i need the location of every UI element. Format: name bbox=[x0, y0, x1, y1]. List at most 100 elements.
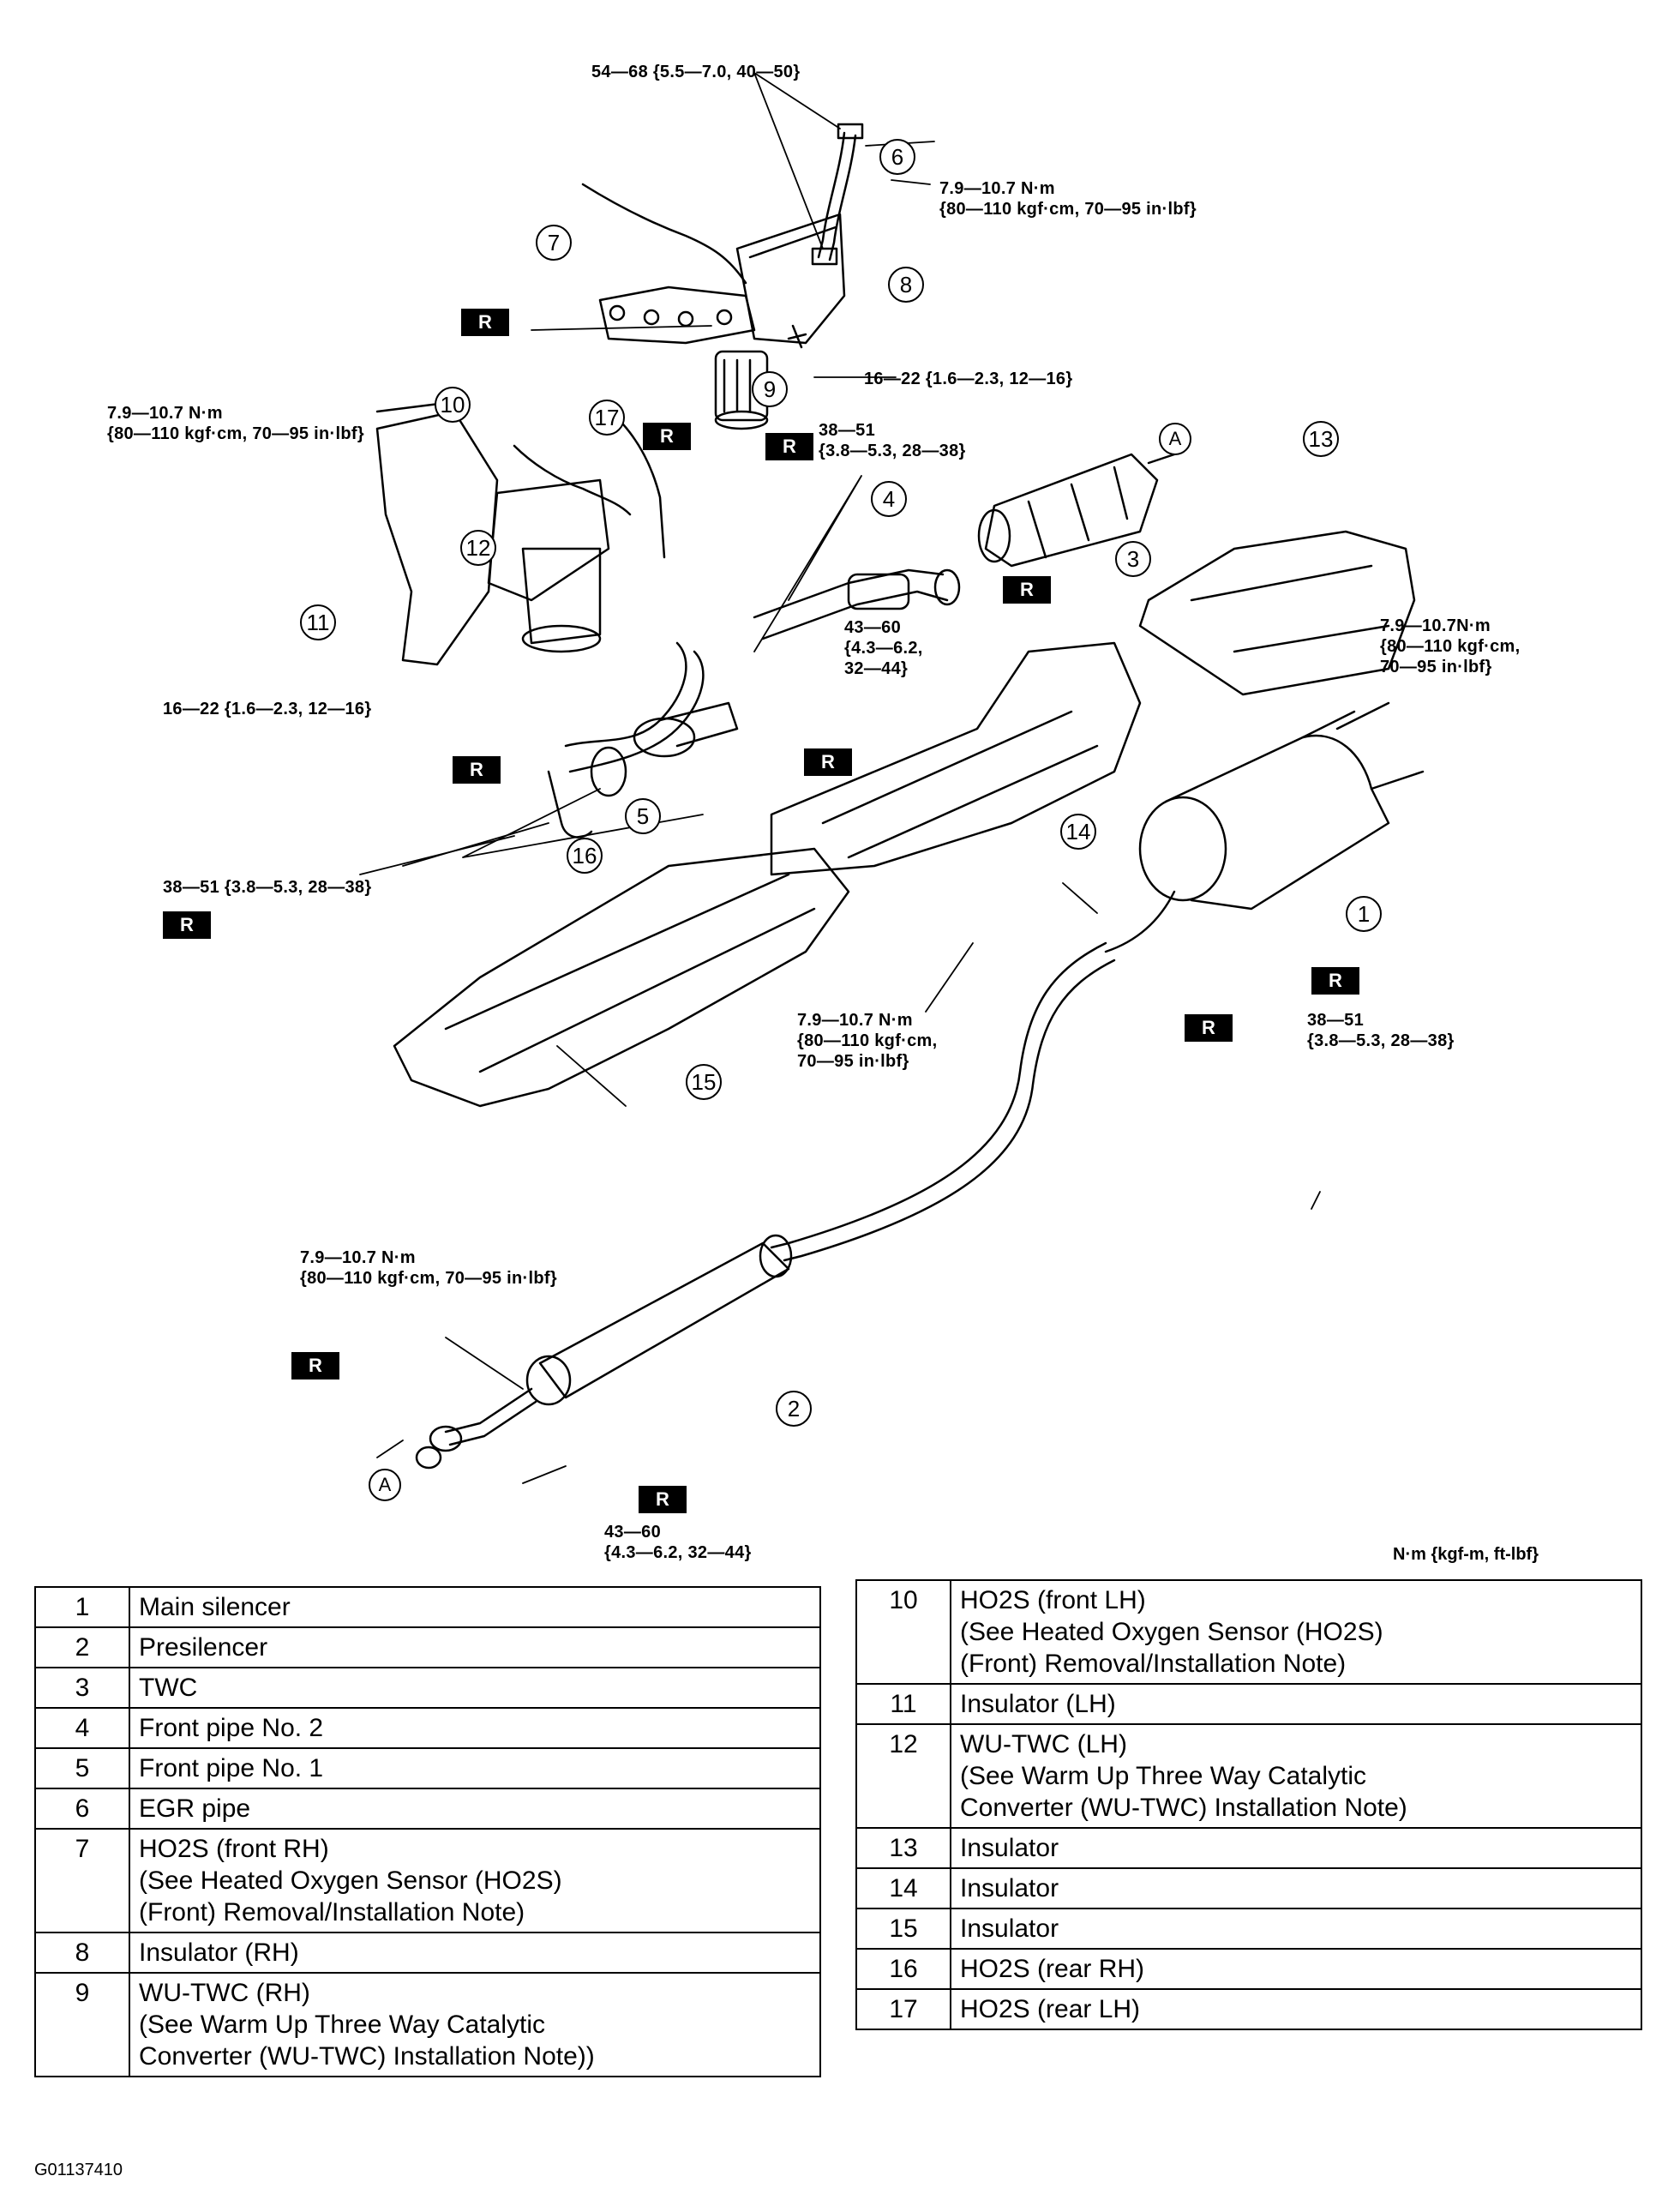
replace-mark: R bbox=[804, 748, 852, 776]
torque-label-egr-pipe: 54—68 {5.5—7.0, 40—50} bbox=[591, 63, 801, 81]
part-description-line: (See Warm Up Three Way Catalytic bbox=[960, 1762, 1367, 1790]
part-number: 4 bbox=[34, 1707, 130, 1749]
callout-12: 12 bbox=[460, 530, 496, 566]
part-description-line: TWC bbox=[139, 1674, 198, 1702]
part-description: Front pipe No. 1 bbox=[129, 1747, 821, 1789]
part-description-line: Insulator bbox=[960, 1914, 1059, 1943]
part-description: WU-TWC (RH)(See Warm Up Three Way Cataly… bbox=[129, 1972, 821, 2077]
part-description-line: HO2S (front RH) bbox=[139, 1835, 329, 1863]
part-number: 5 bbox=[34, 1747, 130, 1789]
replace-mark: R bbox=[163, 911, 211, 939]
table-row: 16 HO2S (rear RH) bbox=[855, 1948, 1642, 1990]
part-description-line: HO2S (front LH) bbox=[960, 1586, 1146, 1614]
callout-4: 4 bbox=[871, 481, 907, 517]
callout-9: 9 bbox=[752, 371, 788, 407]
part-description: HO2S (rear RH) bbox=[950, 1948, 1642, 1990]
connection-mark-a: A bbox=[1159, 423, 1191, 455]
part-description: Presilencer bbox=[129, 1626, 821, 1668]
front-pipe-2-drawing bbox=[753, 568, 961, 640]
torque-label-presilencer: 43—60 {4.3—6.2, 32—44} bbox=[604, 1523, 752, 1562]
part-number: 10 bbox=[855, 1579, 951, 1685]
part-description-line: HO2S (rear LH) bbox=[960, 1995, 1141, 2023]
unit-note: N·m {kgf-m, ft-lbf} bbox=[1393, 1545, 1539, 1564]
callout-3: 3 bbox=[1115, 541, 1151, 577]
part-number: 8 bbox=[34, 1932, 130, 1974]
insulator-lh-drawing bbox=[375, 410, 499, 666]
part-number: 11 bbox=[855, 1683, 951, 1725]
callout-13: 13 bbox=[1303, 421, 1339, 457]
torque-label-insulator-rh: 7.9—10.7 N·m {80—110 kgf·cm, 70—95 in·lb… bbox=[939, 179, 1197, 219]
egr-pipe-drawing bbox=[811, 123, 864, 266]
part-number: 2 bbox=[34, 1626, 130, 1668]
callout-8: 8 bbox=[888, 267, 924, 303]
part-number: 16 bbox=[855, 1948, 951, 1990]
part-description-line: WU-TWC (RH) bbox=[139, 1979, 310, 2007]
part-description-line: Converter (WU-TWC) Installation Note) bbox=[960, 1794, 1407, 1822]
replace-mark: R bbox=[461, 309, 509, 336]
torque-label-main-silencer: 38—51 {3.8—5.3, 28—38} bbox=[1307, 1011, 1455, 1050]
part-description-line: Presilencer bbox=[139, 1633, 268, 1662]
replace-mark: R bbox=[765, 433, 813, 460]
part-number: 14 bbox=[855, 1867, 951, 1909]
part-description: Insulator bbox=[950, 1827, 1642, 1869]
part-description: HO2S (front RH) (See Heated Oxygen Sensor… bbox=[129, 1828, 821, 1933]
wu-twc-rh-drawing bbox=[598, 286, 807, 430]
table-row: 5 Front pipe No. 1 bbox=[34, 1747, 821, 1789]
ho2s-rear-rh-drawing bbox=[547, 770, 593, 839]
torque-label-front-pipe-1: 38—51 {3.8—5.3, 28—38} bbox=[163, 878, 372, 897]
callout-5: 5 bbox=[625, 798, 661, 834]
part-description-line: Insulator (LH) bbox=[960, 1690, 1116, 1718]
part-description: HO2S (rear LH) bbox=[950, 1988, 1642, 2030]
replace-mark: R bbox=[453, 756, 501, 784]
part-description: Main silencer bbox=[129, 1586, 821, 1628]
part-description: Front pipe No. 2 bbox=[129, 1707, 821, 1749]
table-row: 17 HO2S (rear LH) bbox=[855, 1988, 1642, 2030]
part-number: 15 bbox=[855, 1908, 951, 1950]
part-description: Insulator bbox=[950, 1908, 1642, 1950]
part-description-line: Insulator (RH) bbox=[139, 1939, 299, 1967]
part-number: 17 bbox=[855, 1988, 951, 2030]
figure-id: G01137410 bbox=[34, 2161, 123, 2179]
part-description-line: HO2S (rear RH) bbox=[960, 1955, 1145, 1983]
part-description-line: Front pipe No. 1 bbox=[139, 1754, 324, 1782]
connection-mark-a: A bbox=[369, 1469, 401, 1501]
insulator-rh-drawing bbox=[735, 213, 846, 345]
front-pipe-1-drawing bbox=[564, 641, 739, 797]
torque-label-insulator-14: 7.9—10.7 N·m {80—110 kgf·cm, 70—95 in·lb… bbox=[797, 1011, 938, 1071]
callout-6: 6 bbox=[879, 139, 915, 175]
part-number: 12 bbox=[855, 1723, 951, 1829]
replace-mark: R bbox=[291, 1352, 339, 1379]
main-silencer-drawing bbox=[1104, 701, 1425, 953]
callout-7: 7 bbox=[536, 225, 572, 261]
part-description-line: Insulator bbox=[960, 1834, 1059, 1862]
callout-14: 14 bbox=[1060, 814, 1096, 850]
part-description: WU-TWC (LH) (See Warm Up Three Way Cataly… bbox=[950, 1723, 1642, 1829]
replace-mark: R bbox=[1185, 1014, 1233, 1042]
torque-label-twc-nut: 43—60 {4.3—6.2, 32—44} bbox=[844, 618, 923, 678]
presilencer-drawing bbox=[415, 941, 1116, 1470]
part-description: Insulator bbox=[950, 1867, 1642, 1909]
callout-11: 11 bbox=[300, 604, 336, 640]
part-description: EGR pipe bbox=[129, 1788, 821, 1830]
part-description-line: (See Heated Oxygen Sensor (HO2S) bbox=[139, 1866, 562, 1895]
insulator-13-drawing bbox=[1138, 530, 1416, 696]
part-description-line: WU-TWC (LH) bbox=[960, 1730, 1127, 1758]
part-number: 6 bbox=[34, 1788, 130, 1830]
callout-15: 15 bbox=[686, 1064, 722, 1100]
torque-label-front-pipe-2: 38—51 {3.8—5.3, 28—38} bbox=[819, 421, 966, 460]
table-row: 11 Insulator (LH) bbox=[855, 1683, 1642, 1725]
table-row: 15 Insulator bbox=[855, 1908, 1642, 1950]
insulator-14-drawing bbox=[770, 641, 1142, 876]
part-description: Insulator (RH) bbox=[129, 1932, 821, 1974]
table-row: 8 Insulator (RH) bbox=[34, 1932, 821, 1974]
part-description: Insulator (LH) bbox=[950, 1683, 1642, 1725]
torque-label-wu-twc-rh: 16—22 {1.6—2.3, 12—16} bbox=[864, 370, 1073, 388]
table-row: 2 Presilencer bbox=[34, 1626, 821, 1668]
